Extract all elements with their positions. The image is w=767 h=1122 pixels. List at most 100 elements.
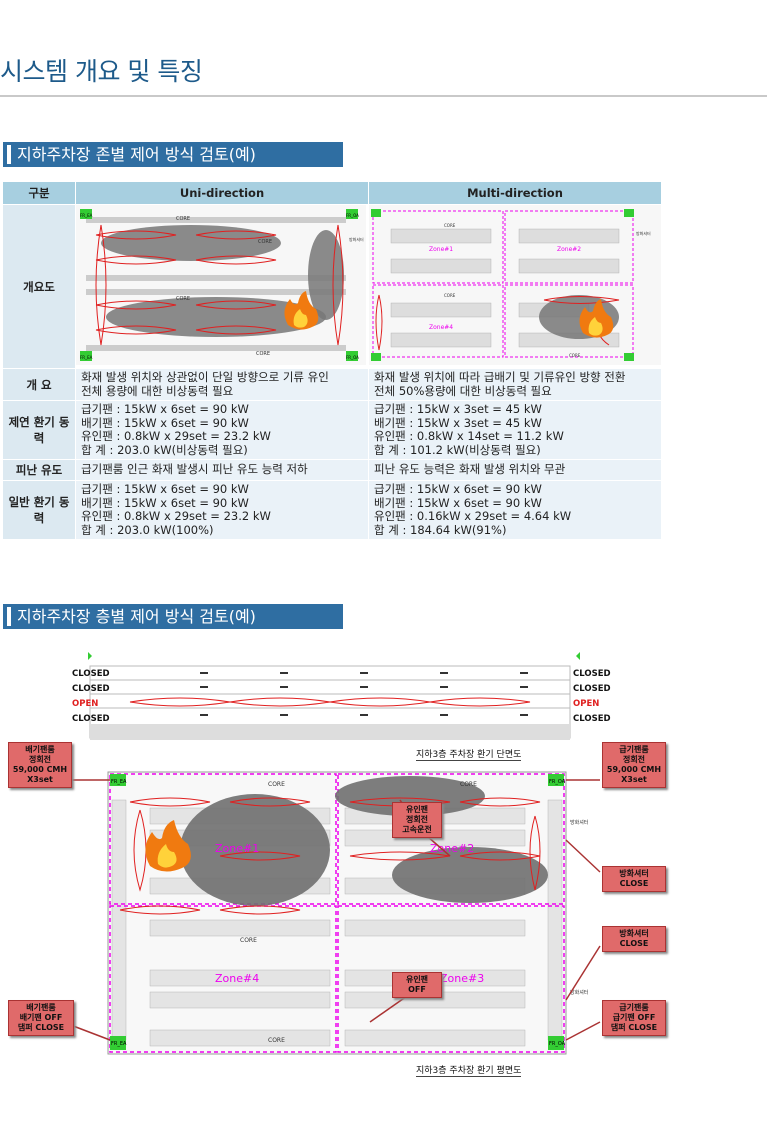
callout-line: 댐퍼 CLOSE [17,1023,65,1032]
multi-diagram-svg: Zone#1 Zone#2 Zone#4 CORE CORE CORE 방화셔터 [369,205,661,365]
cell-line: 합 계 : 203.0 kW(100%) [81,522,214,537]
comparison-table: 구분 Uni-direction Multi-direction 개요도 [1,181,662,540]
fr-ea-label-2: FR_EA [80,355,93,360]
table-row-evacuation: 피난 유도 급기팬룸 인근 화재 발생시 피난 유도 능력 저하 피난 유도 능… [1,459,662,481]
row-label: 피난 유도 [1,459,77,481]
plan-caption: 지하3층 주차장 환기 평면도 [416,1063,522,1077]
cell-line: 유인팬 : 0.8kW x 29set = 23.2 kW [81,509,271,523]
callout-line: X3set [27,775,53,784]
cell-line: 배기팬 : 15kW x 6set = 90 kW [374,495,542,510]
callout-line: 댐퍼 CLOSE [610,1023,658,1032]
fr-oa-label-2: FR_OA [346,355,359,360]
header-category: 구분 [1,181,77,205]
table-header-row: 구분 Uni-direction Multi-direction [1,181,662,205]
page-title: 시스템 개요 및 특징 [0,57,203,86]
section1-header: 지하주차장 존별 제어 방식 검토(예) [3,142,343,167]
cell-line: 합 계 : 184.64 kW(91%) [374,522,507,537]
damper-status-right-2: CLOSED [573,684,611,694]
shutter-label-m: 방화셔터 [636,230,651,236]
section1-title: 지하주차장 존별 제어 방식 검토(예) [17,145,256,164]
callout-line: 배기팬룸 [26,1003,56,1012]
callout-line: 유인팬 [405,805,429,814]
plan-fr-oa-bottom: FR_OA [549,1041,566,1047]
uni-direction-diagram: FR_EA FR_OA FR_EA FR_OA CORE CORE CORE C… [75,204,369,369]
callout-line: X3set [621,775,647,784]
zone4-label: Zone#4 [429,324,453,331]
cell-line: 배기팬 : 15kW x 3set = 45 kW [374,415,542,430]
core-label-2: CORE [258,239,272,245]
cell-line: 급기팬 : 15kW x 3set = 45 kW [374,402,542,416]
cell-line: 전체 50%용량에 대한 비상동력 필요 [374,383,552,398]
cell-line: 피난 유도 능력은 화재 발생 위치와 무관 [374,462,566,477]
fr-oa-label: FR_OA [346,213,359,218]
cell-line: 전체 용량에 대한 비상동력 필요 [81,383,234,398]
multi-cell: 피난 유도 능력은 화재 발생 위치와 무관 [368,459,662,481]
fr-ea-label: FR_EA [80,213,93,218]
damper-status-left-2: CLOSED [72,684,110,694]
callout-line: OFF [408,985,426,994]
plan-core-1: CORE [268,781,285,788]
plan-fr-ea-top: FR_EA [111,779,127,785]
plan-fr-oa-top: FR_OA [549,779,566,785]
uni-cell: 급기팬룸 인근 화재 발생시 피난 유도 능력 저하 [75,459,369,481]
cell-line: 유인팬 : 0.8kW x 29set = 23.2 kW [81,429,271,443]
damper-status-left-1: CLOSED [72,669,110,679]
callout-line: 방화셔터 [619,869,649,878]
section-marker [7,607,11,626]
cell-line: 합 계 : 101.2 kW(비상동력 필요) [374,442,541,457]
core-label-m2: CORE [444,223,456,228]
callout-line: 정회전 [622,755,646,764]
callout-line: 급기팬 OFF [612,1013,656,1022]
zone4-label: Zone#4 [215,972,259,985]
damper-status-right-1: CLOSED [573,669,611,679]
cell-line: 유인팬 : 0.8kW x 14set = 11.2 kW [374,429,564,443]
core-label-m3: CORE [569,353,581,358]
plan-shutter-1: 방화셔터 [570,819,588,826]
table-row-diagram: 개요도 FR [1,204,662,369]
plan-fr-ea-bottom: FR_EA [111,1041,127,1047]
damper-status-right-4: CLOSED [573,714,611,724]
callout-line: 배기팬 OFF [19,1013,63,1022]
cell-line: 급기팬 : 15kW x 6set = 90 kW [374,482,542,496]
row-label-diagram: 개요도 [1,204,77,369]
callout-line: CLOSE [619,879,649,888]
callout-line: 배기팬룸 [25,745,55,754]
header-uni: Uni-direction [75,181,369,205]
cell-line: 급기팬 : 15kW x 6set = 90 kW [81,482,249,496]
title-divider [0,95,767,97]
plan-core-4: CORE [268,1037,285,1044]
header-multi: Multi-direction [368,181,662,205]
core-label-3: CORE [176,296,190,302]
callout-line: 59,000 CMH [12,765,68,774]
cell-line: 화재 발생 위치와 상관없이 단일 방향으로 기류 유인 [81,370,329,384]
plan-core-2: CORE [460,781,477,788]
row-label: 일반 환기 동력 [1,480,77,540]
cell-line: 합 계 : 203.0 kW(비상동력 필요) [81,442,248,457]
core-label-4: CORE [256,351,270,357]
cell-line: 화재 발생 위치에 따라 급배기 및 기류유인 방향 전환 [374,370,626,384]
callout-line: 급기팬룸 [619,1003,649,1012]
row-label: 개 요 [1,368,77,401]
cell-line: 유인팬 : 0.16kW x 29set = 4.64 kW [374,509,572,523]
callout-line: 정회전 [28,755,52,764]
core-label-m1: CORE [444,293,456,298]
damper-status-right-3: OPEN [573,699,600,709]
callout-line: 59,000 CMH [606,765,662,774]
shutter-label: 방화셔터 [349,236,364,242]
cell-line: 급기팬 : 15kW x 6set = 90 kW [81,402,249,416]
